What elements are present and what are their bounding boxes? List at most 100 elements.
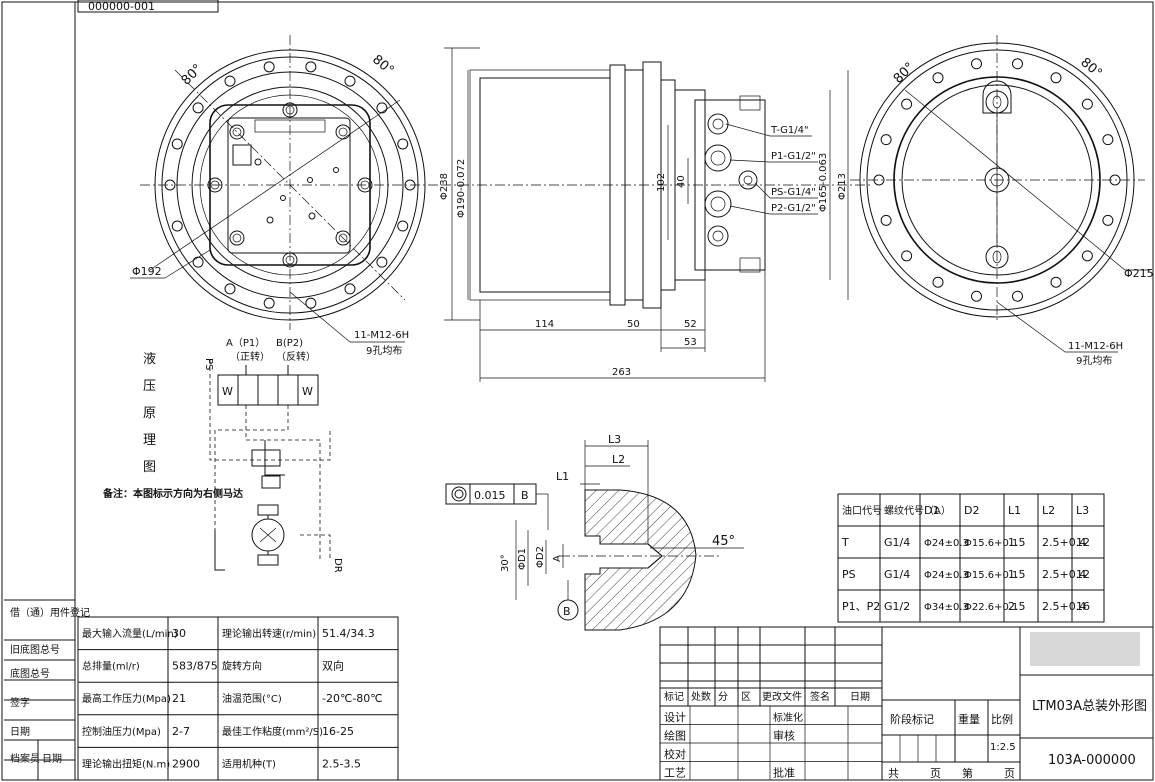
bolt-hole-inner: [232, 233, 242, 243]
hyd-note: 备注：本图标示方向为右侧马达: [102, 487, 243, 500]
dim-190: Φ190-0.072: [456, 159, 467, 218]
title-row-label: 设计: [664, 711, 686, 724]
bolt-hole: [344, 283, 356, 295]
dim-165: Φ165-0.063: [818, 153, 829, 212]
spec-table-cell: 51.4/34.3: [322, 627, 375, 640]
port-table-cell: Φ24±0.3: [924, 570, 969, 581]
port-table-header: D2: [964, 504, 979, 517]
port-table-cell: 1.5: [1008, 568, 1026, 581]
tolerance-value: 0.015: [474, 489, 506, 502]
spec-table-cell: -20℃-80℃: [322, 692, 383, 705]
page-label-2: 页: [1004, 767, 1015, 780]
spec-table-cell: 583/875: [172, 660, 218, 673]
datum-b-circle: B: [563, 605, 571, 618]
port-table-cell: 12: [1076, 568, 1090, 581]
sidebar-label: 签字: [10, 696, 30, 709]
bolt-hole: [305, 297, 317, 309]
bolt-hole: [224, 75, 236, 87]
angle-left-1: 80°: [179, 62, 206, 89]
hyd-title-3: 原: [143, 406, 156, 421]
dim-d1: ΦD1: [517, 548, 528, 570]
port-table-cell: G1/4: [884, 568, 910, 581]
hyd-title-2: 压: [143, 379, 156, 394]
spec-table-cell: 适用机种(T): [222, 757, 276, 770]
ps-label: PS: [203, 358, 214, 370]
bolt-spec-left: 11-M12-6H: [354, 330, 409, 341]
spec-table-cell: 最大输入流量(L/min): [82, 627, 178, 640]
dim-40: 40: [676, 175, 687, 188]
bolt-spec-right: 11-M12-6H: [1068, 341, 1123, 352]
front-view-left: 80° 80° Φ192 11-M12-6H 9孔均布: [130, 35, 440, 357]
bolt-hole: [932, 276, 944, 288]
port-table-cell: Φ15.6+0.1: [964, 570, 1018, 581]
bolt-hole: [1081, 250, 1093, 262]
bolt-hole: [263, 61, 275, 73]
hydraulic-schematic: 液 压 原 理 图 A（P1） （正转） B(P2) （反转） PS W W: [102, 337, 343, 573]
sidebar-label: 档案员: [10, 752, 40, 765]
angle-right-2: 80°: [1077, 55, 1104, 81]
total-label: 共: [888, 767, 899, 780]
stage-label: 阶段标记: [890, 712, 934, 726]
change-header: 更改文件: [762, 690, 802, 703]
hyd-title-4: 理: [143, 433, 156, 448]
bolt-hole: [1081, 98, 1093, 110]
weight-label: 重量: [958, 712, 980, 726]
port-table-header: 螺纹代号（A）: [884, 504, 951, 517]
bolt-hole: [901, 98, 913, 110]
spec-table-cell: 控制油压力(Mpa): [82, 725, 161, 738]
top-label: 000000-001: [88, 0, 155, 13]
spec-table-cell: 最高工作压力(Mpa): [82, 692, 171, 705]
port-table-cell: PS: [842, 568, 856, 581]
bolt-hole-inner: [338, 127, 348, 137]
scale-value: 1:2.5: [990, 742, 1016, 753]
dim-238: Φ238: [439, 173, 450, 200]
page-label-1: 页: [930, 767, 941, 780]
port-table-cell: Φ22.6+0.1: [964, 602, 1018, 613]
port-table-header: L1: [1008, 504, 1021, 517]
dim-50: 50: [627, 319, 640, 330]
bolt-note-left: 9孔均布: [366, 345, 402, 357]
change-header: 标记: [664, 691, 684, 703]
spec-table-cell: 30: [172, 627, 186, 640]
angle-45: 45°: [712, 534, 735, 549]
title-mid-label: 批准: [773, 766, 795, 780]
dim-114: 114: [535, 319, 554, 330]
angle-30: 30°: [500, 554, 511, 572]
bolt-hole: [376, 256, 388, 268]
hyd-title-1: 液: [143, 352, 156, 367]
dim-a: A: [552, 555, 563, 562]
bolt-hole: [901, 250, 913, 262]
sidebar-label: 旧底图总号: [10, 643, 60, 656]
port-table-cell: 2.5: [1008, 600, 1026, 613]
bolt-hole: [335, 230, 351, 246]
port-table-cell: 2.5+0.4: [1042, 536, 1086, 549]
port-table-header: D1: [924, 504, 939, 517]
nth-label: 第: [962, 766, 973, 780]
port-detail: 0.015 B 45° L1 L2 L3 30° ΦD1 ΦD2 A: [445, 433, 744, 631]
bolt-hole: [305, 61, 317, 73]
spec-table-cell: 2.5-3.5: [322, 757, 361, 770]
port-table-cell: 16: [1076, 600, 1090, 613]
port-table-header: L3: [1076, 504, 1089, 517]
bolt-hole: [880, 134, 892, 146]
bolt-holes-right: [873, 58, 1121, 302]
bolt-hole: [971, 290, 983, 302]
port-table-cell: 2.5+0.4: [1042, 600, 1086, 613]
front-view-right: 80° 80° Φ215 11-M12-6H 9孔均布: [850, 35, 1154, 367]
dim-213: Φ213: [837, 173, 848, 200]
bolt-hole: [171, 220, 183, 232]
bolt-hole: [1102, 134, 1114, 146]
scale-label: 比例: [991, 712, 1013, 726]
bolt-hole: [1050, 72, 1062, 84]
spec-table-cell: 旋转方向: [222, 660, 262, 673]
left-sidebar-table: 借（通）用件登记旧底图总号底图总号签字日期档案员日期: [4, 599, 90, 781]
blurred-logo: [1030, 632, 1140, 666]
dim-l1: L1: [556, 470, 569, 483]
port-table-header: 油口代号: [842, 504, 882, 517]
bolt-hole: [171, 138, 183, 150]
sidebar-label: 日期: [42, 753, 62, 765]
change-header: 处数: [691, 690, 711, 703]
